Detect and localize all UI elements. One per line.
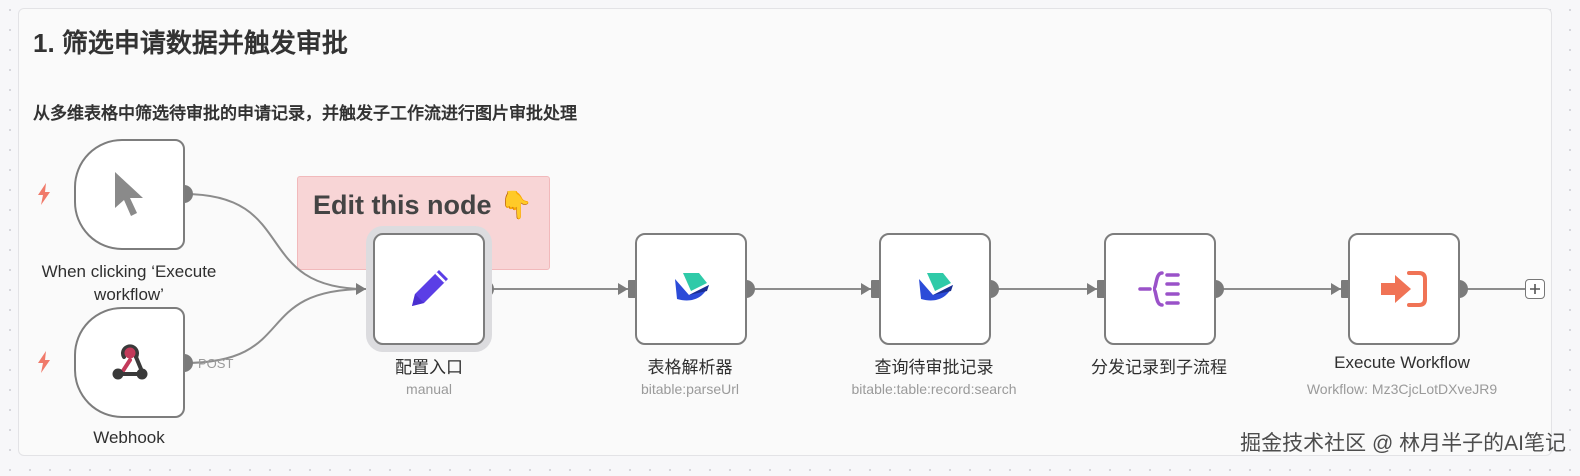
edge-manual-to-config[interactable]: [183, 193, 367, 290]
sticky-note[interactable]: 1. 筛选申请数据并触发审批 从多维表格中筛选待审批的申请记录，并触发子工作流进…: [18, 8, 1552, 456]
arrowhead: [1087, 283, 1097, 295]
arrowhead: [861, 283, 871, 295]
plus-icon: [1530, 284, 1540, 294]
cursor-icon: [114, 171, 143, 216]
arrowhead: [618, 283, 628, 295]
node-config-entry-subtitle: manual: [406, 381, 452, 397]
node-table-parser[interactable]: [635, 233, 747, 345]
node-query-pending[interactable]: [879, 233, 991, 345]
input-handle[interactable]: [871, 280, 880, 298]
edit-this-node-note[interactable]: Edit this node 👇: [297, 176, 550, 270]
node-query-pending-label: 查询待审批记录: [874, 358, 994, 377]
label-line: workflow’: [94, 285, 164, 304]
sticky-description: 从多维表格中筛选待审批的申请记录，并触发子工作流进行图片审批处理: [33, 104, 577, 123]
node-execute-workflow-subtitle: Workflow: Mz3CjcLotDXveJR9: [1306, 381, 1498, 397]
input-handle[interactable]: [1097, 280, 1106, 298]
edge-webhook-to-config[interactable]: [183, 288, 367, 364]
arrowhead: [1331, 283, 1341, 295]
sticky-title: 1. 筛选申请数据并触发审批: [33, 28, 348, 58]
node-split-records-label: 分发记录到子流程: [1091, 358, 1227, 377]
lark-bitable-icon: [919, 273, 953, 301]
node-execute-workflow[interactable]: [1348, 233, 1460, 345]
node-manual-trigger[interactable]: [74, 139, 185, 250]
webhook-icon: [112, 343, 147, 379]
lark-bitable-icon: [675, 273, 709, 301]
lightning-icon: [38, 183, 50, 205]
arrowhead: [356, 283, 366, 295]
edit-note-text: Edit this node 👇: [313, 190, 533, 220]
node-config-entry[interactable]: [373, 233, 485, 345]
node-table-parser-label: 表格解析器: [647, 358, 733, 377]
lightning-icon: [38, 351, 50, 373]
execute-workflow-icon: [1381, 271, 1427, 307]
node-webhook[interactable]: [74, 307, 185, 418]
node-webhook-label: Webhook: [93, 428, 165, 447]
input-handle[interactable]: [366, 280, 375, 298]
node-execute-workflow-label: Execute Workflow: [1334, 353, 1470, 372]
input-handle[interactable]: [1341, 280, 1350, 298]
input-handle[interactable]: [628, 280, 637, 298]
node-split-records[interactable]: [1104, 233, 1216, 345]
split-out-icon: [1138, 271, 1180, 307]
webhook-post-label: POST: [198, 356, 234, 371]
watermark: 掘金技术社区 @ 林月半子的AI笔记: [1240, 432, 1566, 455]
node-manual-trigger-label: When clicking ‘Execute workflow’: [42, 260, 217, 306]
label-line: When clicking ‘Execute: [41, 262, 217, 281]
pencil-icon: [412, 270, 448, 306]
node-config-entry-label: 配置入口: [395, 358, 463, 377]
node-table-parser-subtitle: bitable:parseUrl: [640, 381, 740, 397]
add-node-button[interactable]: [1525, 279, 1545, 299]
node-query-pending-subtitle: bitable:table:record:search: [851, 381, 1017, 397]
